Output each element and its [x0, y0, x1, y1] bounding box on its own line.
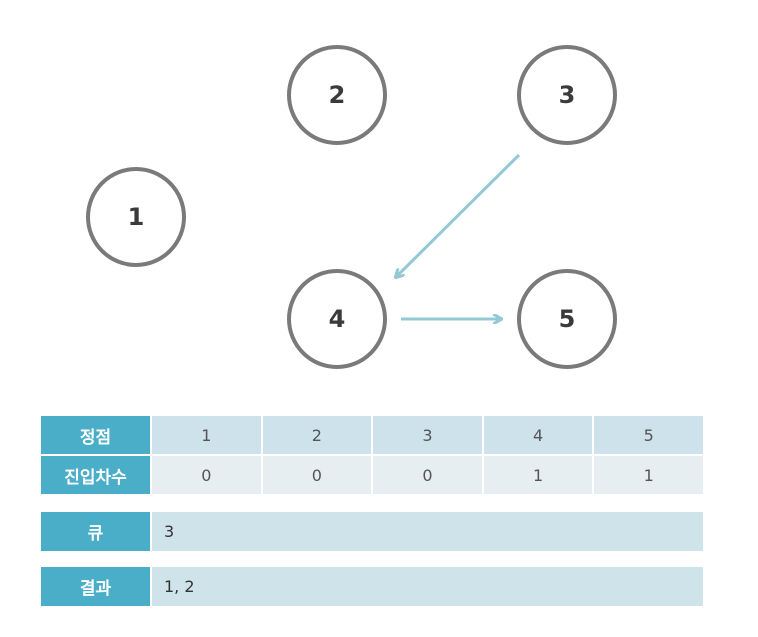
vertex-cell: 2: [260, 416, 372, 454]
node-2-label: 2: [329, 81, 346, 109]
indegree-row: 진입차수 0 0 0 1 1: [41, 456, 703, 494]
indegree-cell: 0: [260, 456, 372, 494]
vertex-cell: 3: [371, 416, 482, 454]
node-1-label: 1: [128, 203, 145, 231]
node-4-label: 4: [329, 305, 346, 333]
vertex-header: 정점: [41, 416, 150, 454]
node-2: 2: [287, 45, 387, 145]
node-5: 5: [517, 269, 617, 369]
queue-row: 큐 3: [41, 512, 703, 551]
vertex-row: 정점 1 2 3 4 5: [41, 416, 703, 454]
indegree-cell: 1: [592, 456, 703, 494]
node-3-label: 3: [559, 81, 576, 109]
result-value: 1, 2: [152, 567, 703, 606]
queue-header: 큐: [41, 512, 150, 551]
queue-value: 3: [152, 512, 703, 551]
indegree-cell: 0: [371, 456, 482, 494]
result-header: 결과: [41, 567, 150, 606]
dag-graph: 1 2 3 4 5: [86, 45, 617, 369]
indegree-header: 진입차수: [41, 456, 150, 494]
vertex-cell: 1: [150, 416, 261, 454]
indegree-cell: 0: [150, 456, 261, 494]
vertex-cell: 5: [592, 416, 703, 454]
edge-3-to-4: [396, 153, 521, 277]
vertex-cell: 4: [481, 416, 593, 454]
node-4: 4: [287, 269, 387, 369]
node-3: 3: [517, 45, 617, 145]
indegree-cell: 1: [481, 456, 593, 494]
node-5-label: 5: [559, 305, 576, 333]
node-1: 1: [86, 167, 186, 267]
result-row: 결과 1, 2: [41, 567, 703, 606]
